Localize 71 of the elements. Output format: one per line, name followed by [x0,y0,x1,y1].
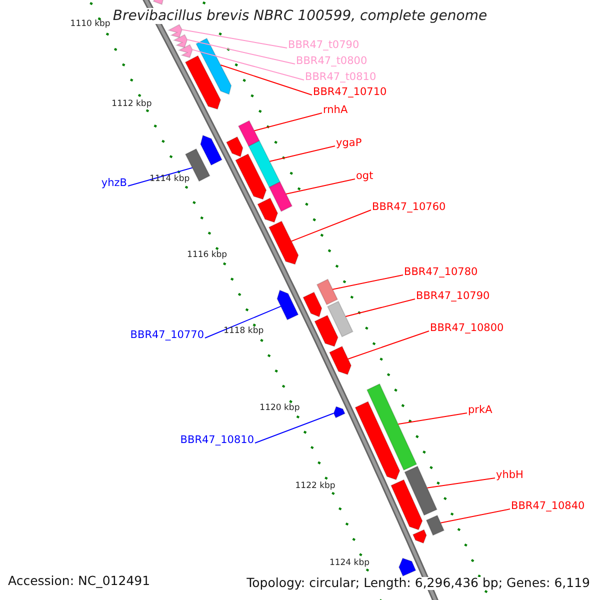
leader-line [181,29,288,48]
gene-feature [172,34,188,48]
title: Brevibacillus brevis NBRC 100599, complete genome [110,8,490,24]
leader-line [192,49,304,80]
leader-line [254,412,334,444]
gene-feature [234,153,267,200]
scale-label: 1110 kbp [70,20,110,28]
scale-label: 1114 kbp [150,175,190,184]
leader-line [345,298,416,317]
leader-line [269,146,336,162]
gene-label: yhbH [496,470,524,480]
leader-line [286,178,356,194]
gene-feature [390,479,423,530]
gene-feature [404,466,438,516]
gene-feature [268,220,299,265]
leader-line [186,39,296,64]
gene-label: BBR47_10710 [313,87,387,98]
gene-feature [248,140,281,188]
gene-feature [184,55,222,110]
gene-feature [257,197,278,223]
scale-label: 1120 kbp [260,404,300,412]
topology-text: Topology: circular; Length: 6,296,436 bp; Genes: 6,119 [246,577,590,590]
gene-feature [302,292,322,318]
gene-feature [268,181,293,212]
leader-line [128,167,193,186]
leader-line [254,112,322,132]
scale-label: 1116 kbp [187,251,228,260]
gene-feature [326,300,354,338]
scale-label: 1118 kbp [224,327,264,336]
gene-label: BBR47_t0810 [305,72,376,82]
gene-feature [226,136,244,158]
leader-line [220,64,312,96]
gene-label: BBR47_10810 [180,435,254,446]
gene-label: BBR47_10770 [130,330,204,340]
leader-line [426,478,496,488]
accession-text: Accession: NC_012491 [8,575,150,588]
leader-line [332,274,404,290]
gene-feature [238,120,260,147]
gene-feature [366,383,418,471]
gene-label: yhzB [101,178,127,188]
gene-feature [328,346,352,376]
leader-line [290,210,372,242]
gene-label: ygaP [336,138,362,148]
gene-feature [178,44,193,58]
scale-label: 1112 kbp [112,100,152,108]
gene-label: BBR47_10800 [430,323,504,334]
gene-feature [412,529,427,544]
gene-label: BBR47_10790 [416,291,490,302]
gene-label: BBR47_10760 [372,202,446,212]
gene-feature [316,278,338,306]
gene-label: BBR47_t0790 [288,40,360,50]
gene-label: prkA [468,405,492,416]
gene-label: ogt [356,171,374,182]
leader-line [440,508,510,524]
gene-feature [314,314,338,348]
gene-label: BBR47_10840 [511,501,585,512]
gene-feature [200,134,223,166]
gene-label: rnhA [323,105,348,116]
scale-label: 1122 kbp [295,482,336,490]
scale-label: 1124 kbp [329,559,370,568]
gene-feature [196,38,232,95]
gene-feature [426,514,445,536]
leader-line [398,412,468,425]
gene-feature [276,290,299,320]
gene-label: BBR47_t0800 [296,56,368,66]
leader-line [348,330,430,360]
gene-feature [354,400,400,480]
gene-feature [333,406,346,418]
gene-label: BBR47_10780 [404,267,478,278]
gene-feature [398,558,416,577]
leader-line [204,306,282,338]
